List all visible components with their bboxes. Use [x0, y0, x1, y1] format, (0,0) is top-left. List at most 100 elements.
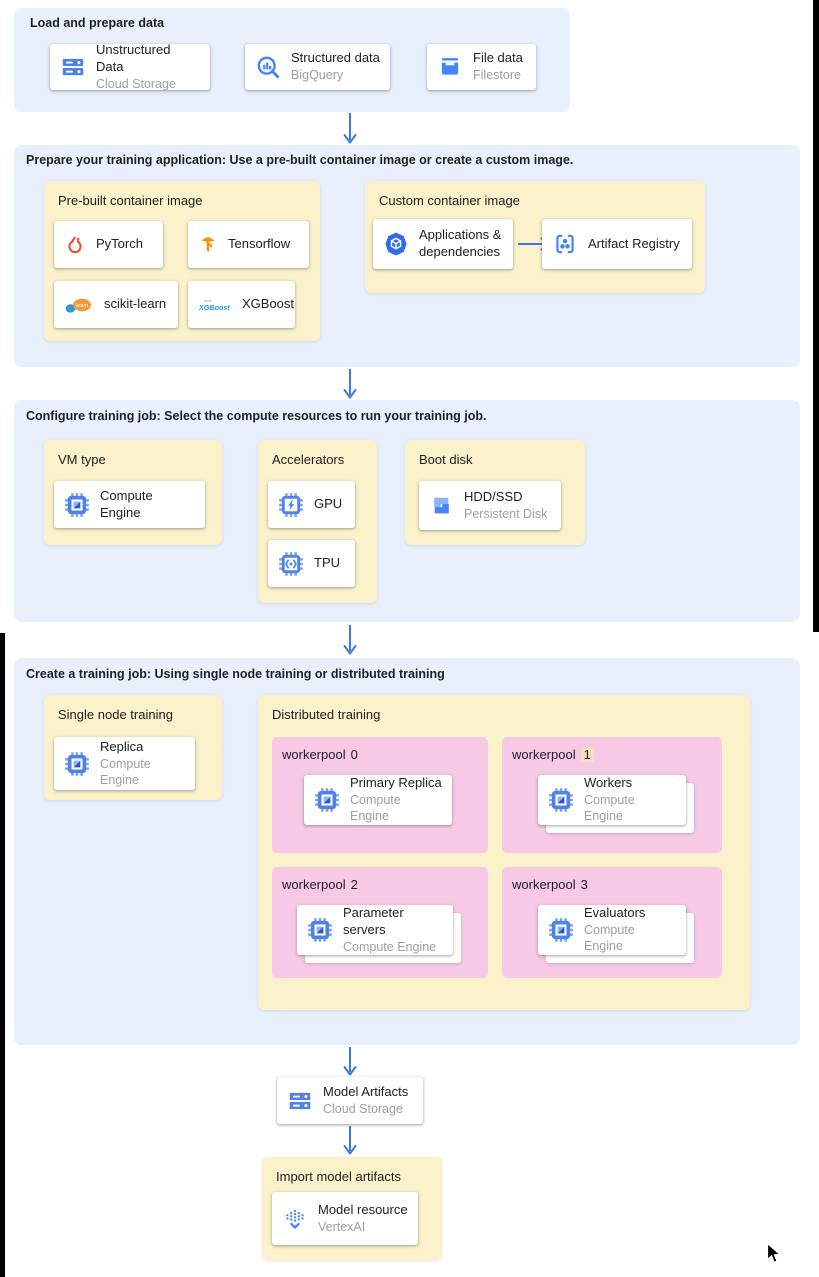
panel-distributed-label: Distributed training — [272, 707, 381, 722]
panel-boot-disk: Boot disk HDD/SSD Persistent Disk — [405, 440, 585, 545]
down-arrow — [342, 1126, 358, 1160]
panel-custom-container: Custom container image Applications & de… — [365, 181, 705, 293]
section-prepare-application: Prepare your training application: Use a… — [14, 145, 800, 367]
section-load-title: Load and prepare data — [30, 16, 165, 30]
artifact-registry-icon — [552, 231, 578, 257]
down-arrow — [342, 625, 358, 660]
card-unstructured-data: Unstructured Data Cloud Storage — [50, 41, 210, 91]
card-gpu: GPU — [268, 481, 355, 528]
compute-engine-icon — [307, 917, 333, 943]
panel-prebuilt-label: Pre-built container image — [58, 193, 203, 208]
section-prepare-title: Prepare your training application: Use a… — [26, 153, 574, 167]
card-compute-engine: Compute Engine — [54, 481, 205, 528]
card-model-resource: Model resource VertexAI — [272, 1192, 418, 1245]
card-structured-data: Structured data BigQuery — [245, 44, 390, 90]
card-title: Compute Engine — [100, 487, 153, 520]
section-configure-title: Configure training job: Select the compu… — [26, 409, 487, 423]
compute-engine-icon — [548, 787, 574, 813]
panel-import-label: Import model artifacts — [276, 1169, 401, 1184]
mouse-cursor — [766, 1242, 783, 1270]
card-subtitle: BigQuery — [291, 68, 344, 83]
card-title: Structured data — [291, 50, 380, 66]
card-title: Unstructured Data — [96, 41, 171, 74]
card-boot-disk: HDD/SSD Persistent Disk — [419, 481, 561, 530]
panel-vm-type: VM type Compute Engine — [44, 440, 222, 545]
down-arrow — [342, 369, 358, 404]
tpu-icon — [278, 551, 304, 577]
card-title: Primary Replica — [350, 775, 442, 791]
applications-icon — [383, 231, 409, 257]
card-subtitle: Compute Engine — [100, 756, 151, 787]
card-subtitle: Cloud Storage — [323, 1101, 403, 1116]
card-subtitle: Persistent Disk — [464, 506, 548, 521]
compute-engine-icon — [548, 917, 574, 943]
card-title: GPU — [314, 496, 343, 512]
gpu-icon — [278, 492, 304, 518]
card-title: File data — [473, 50, 523, 66]
card-title: Artifact Registry — [588, 235, 680, 251]
card-subtitle: Compute Engine — [343, 939, 437, 954]
panel-accelerators-label: Accelerators — [272, 452, 345, 467]
panel-single-node: Single node training Replica Compute Eng… — [44, 695, 222, 800]
section-load-data: Load and prepare data Unstructured Data … — [14, 8, 570, 112]
card-title: Evaluators — [584, 905, 646, 921]
card-title: Replica — [100, 738, 144, 754]
section-configure-job: Configure training job: Select the compu… — [14, 400, 800, 622]
filestore-icon — [437, 54, 463, 80]
card-file-data: File data Filestore — [427, 44, 536, 90]
card-subtitle: Filestore — [473, 68, 521, 83]
panel-custom-label: Custom container image — [379, 193, 520, 208]
card-tpu: TPU — [268, 540, 355, 587]
section-create-job: Create a training job: Using single node… — [14, 658, 800, 1045]
card-subtitle: Compute Engine — [350, 793, 401, 824]
card-title: Applications & dependencies — [419, 227, 502, 259]
card-subtitle: Cloud Storage — [96, 76, 176, 91]
svg-text:XGBoost: XGBoost — [198, 303, 230, 312]
pytorch-icon — [64, 233, 86, 257]
panel-boot-disk-label: Boot disk — [419, 452, 473, 467]
screen-edge-right — [813, 0, 819, 632]
screen-edge-left — [0, 633, 5, 1277]
panel-single-node-label: Single node training — [58, 707, 173, 722]
section-create-title: Create a training job: Using single node… — [26, 667, 445, 681]
persistent-disk-icon — [429, 493, 454, 518]
card-title: PyTorch — [96, 236, 143, 252]
card-scikit-learn: learn scikit-learn — [54, 281, 178, 328]
svg-text:dmlc: dmlc — [204, 299, 212, 303]
panel-prebuilt-container: Pre-built container image PyTorch Tensor… — [44, 181, 320, 341]
cloud-storage-icon — [60, 54, 86, 80]
card-artifact-registry: Artifact Registry — [542, 219, 692, 269]
card-pytorch: PyTorch — [54, 221, 163, 268]
card-title: Parameter servers — [343, 904, 404, 937]
svg-text:learn: learn — [76, 303, 88, 309]
cloud-storage-icon — [287, 1088, 313, 1114]
bigquery-icon — [255, 54, 281, 80]
compute-engine-icon — [314, 787, 340, 813]
vertex-ai-icon — [282, 1206, 308, 1232]
card-title: HDD/SSD — [464, 488, 523, 504]
card-title: XGBoost — [242, 296, 295, 312]
compute-engine-icon — [64, 751, 90, 777]
card-evaluators: Evaluators Compute Engine — [538, 905, 686, 955]
card-parameter-servers: Parameter servers Compute Engine — [297, 905, 453, 955]
compute-engine-icon — [64, 492, 90, 518]
card-subtitle: Compute Engine — [584, 923, 635, 954]
card-title: Workers — [584, 775, 633, 791]
highlighted-number: 1 — [580, 747, 594, 762]
card-title: TPU — [314, 555, 340, 571]
down-arrow — [342, 113, 358, 149]
card-applications-dependencies: Applications & dependencies — [373, 219, 513, 269]
card-title: Tensorflow — [228, 236, 291, 252]
card-subtitle: VertexAI — [318, 1219, 366, 1234]
card-title: Model resource — [318, 1201, 408, 1217]
card-title: scikit-learn — [104, 296, 167, 312]
